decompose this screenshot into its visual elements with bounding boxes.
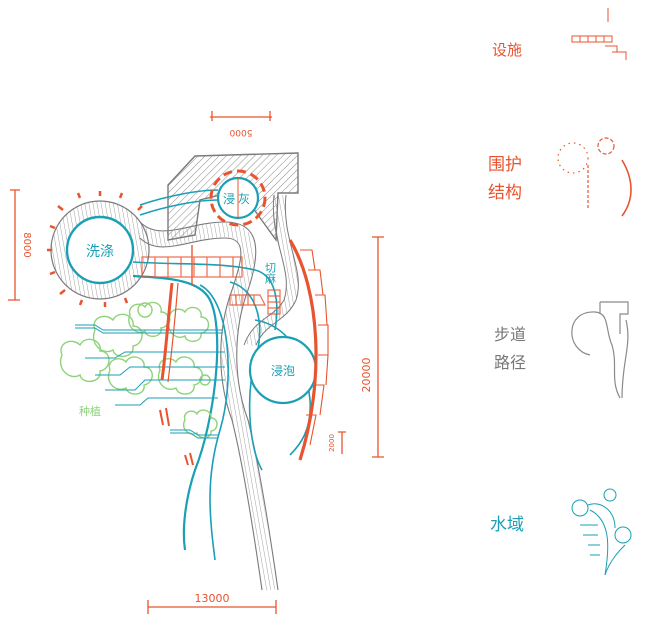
dimension-left: 8000 [21, 232, 32, 257]
facility-icon [571, 8, 627, 60]
zone-label-washing: 洗涤 [86, 244, 114, 260]
facility-bridges [141, 245, 281, 315]
washing-pool [65, 215, 135, 285]
legend: 设施 围护 结构 步道 路径 水域 [488, 8, 632, 576]
legend-enclosure-label-2: 结构 [488, 183, 522, 203]
water-network [132, 189, 311, 561]
path-icon [571, 301, 629, 399]
washing-ring-path [51, 201, 149, 299]
zone-label-soaking: 浸泡 [271, 364, 295, 378]
liming-enclosure [209, 169, 267, 227]
walkway-path [135, 222, 277, 591]
east-wall [288, 239, 318, 461]
zone-label-planting: 种植 [79, 404, 101, 418]
west-wall [160, 282, 174, 381]
water-icon [571, 488, 632, 576]
zone-label-hemp-cutting: 切麻 [264, 262, 277, 284]
washing-enclosure-posts [47, 191, 143, 307]
enclosure-icon [557, 137, 632, 217]
legend-water-label: 水域 [490, 515, 524, 535]
legend-path-label-1: 步道 [494, 325, 526, 344]
dimension-right: 20000 [360, 358, 373, 393]
legend-facility-label: 设施 [492, 41, 522, 59]
legend-path-label-2: 路径 [494, 353, 526, 372]
dimension-small: 2000 [328, 434, 336, 452]
zone-label-liming: 浸灰 [223, 192, 253, 206]
legend-enclosure-label-1: 围护 [488, 155, 522, 175]
dimension-top: 5000 [229, 127, 252, 137]
water-channels [75, 324, 225, 439]
dimension-bottom: 13000 [195, 592, 230, 605]
walkway-branch [244, 194, 299, 348]
dimension-lines [8, 111, 384, 614]
